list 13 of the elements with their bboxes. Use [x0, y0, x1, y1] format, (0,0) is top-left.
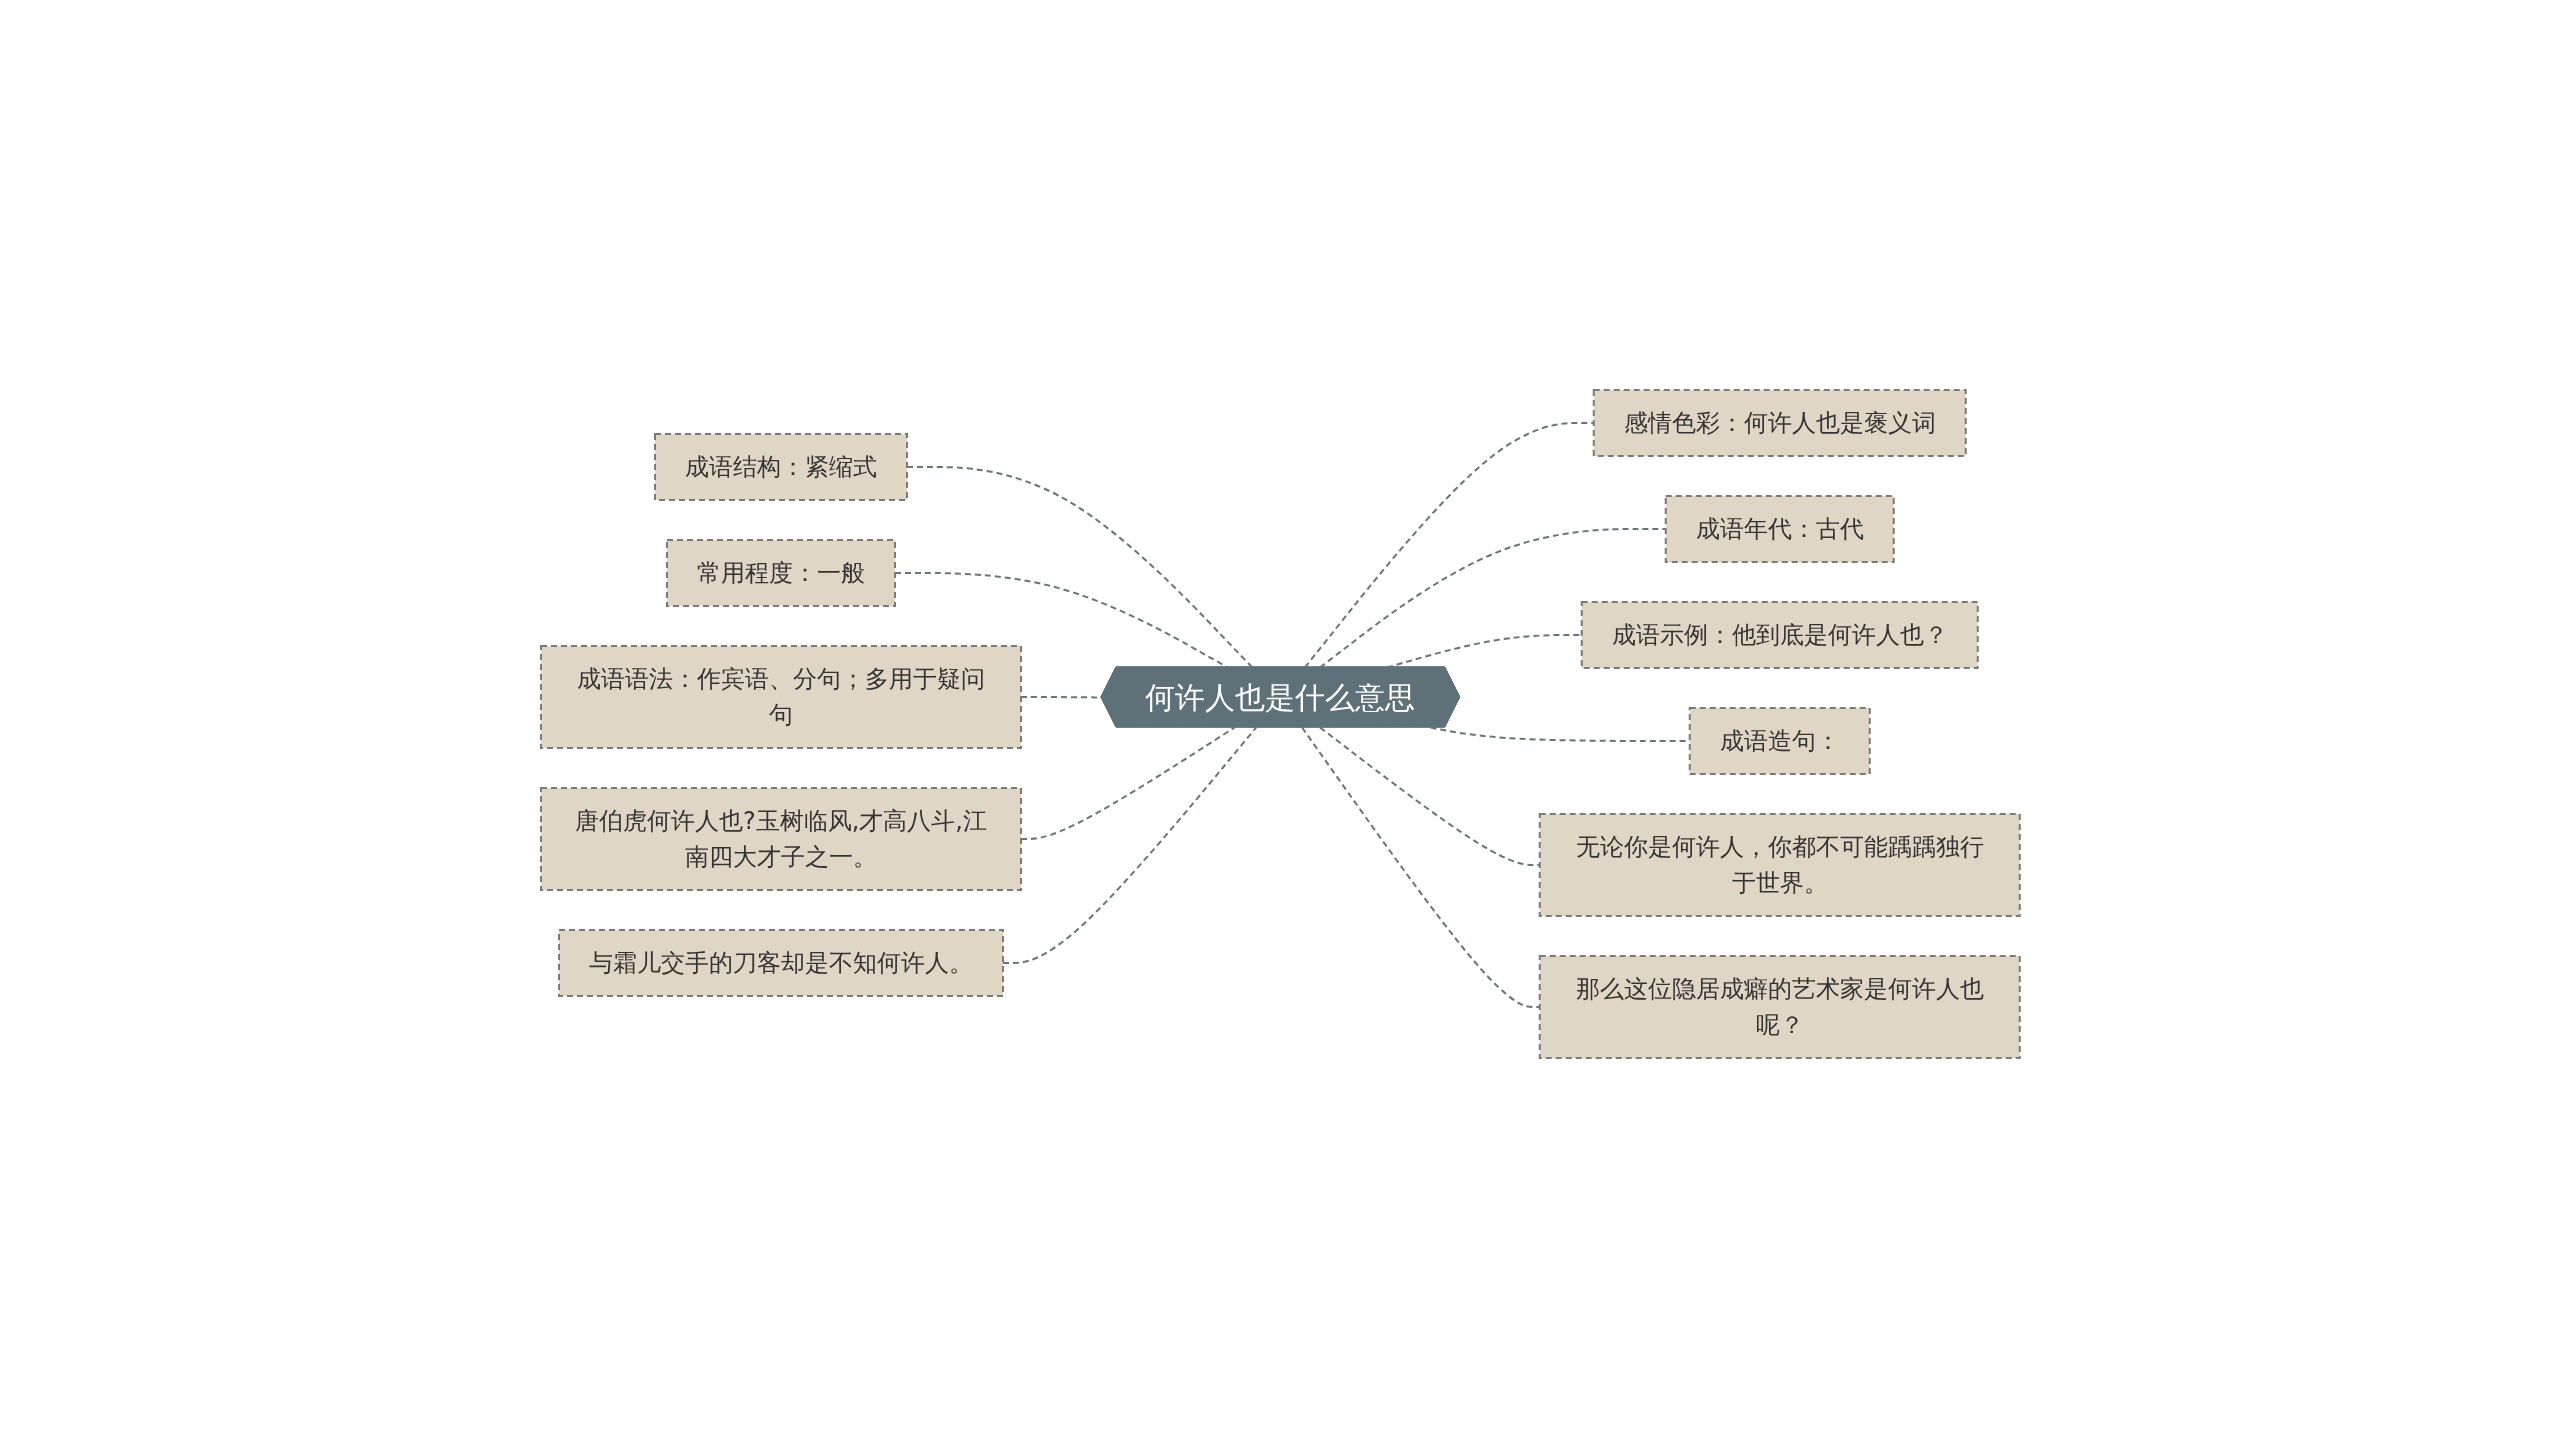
node-box: 那么这位隐居成癖的艺术家是何许人也呢？ — [1538, 954, 2021, 1059]
node-box: 常用程度：一般 — [665, 538, 896, 607]
node-box: 与霜儿交手的刀客却是不知何许人。 — [557, 928, 1004, 997]
node-box: 无论你是何许人，你都不可能踽踽独行于世界。 — [1538, 812, 2021, 917]
node-box: 感情色彩：何许人也是褒义词 — [1592, 388, 1967, 457]
node-box: 成语结构：紧缩式 — [653, 432, 908, 501]
connector — [1318, 726, 1541, 866]
node-box: 唐伯虎何许人也?玉树临风,才高八斗,江南四大才子之一。 — [539, 786, 1022, 891]
node-box: 成语语法：作宾语、分句；多用于疑问句 — [539, 644, 1022, 749]
node-box: 成语示例：他到底是何许人也？ — [1580, 600, 1979, 669]
node-box: 成语造句： — [1688, 706, 1871, 775]
connector — [1300, 726, 1541, 1008]
node-box: 成语年代：古代 — [1664, 494, 1895, 563]
